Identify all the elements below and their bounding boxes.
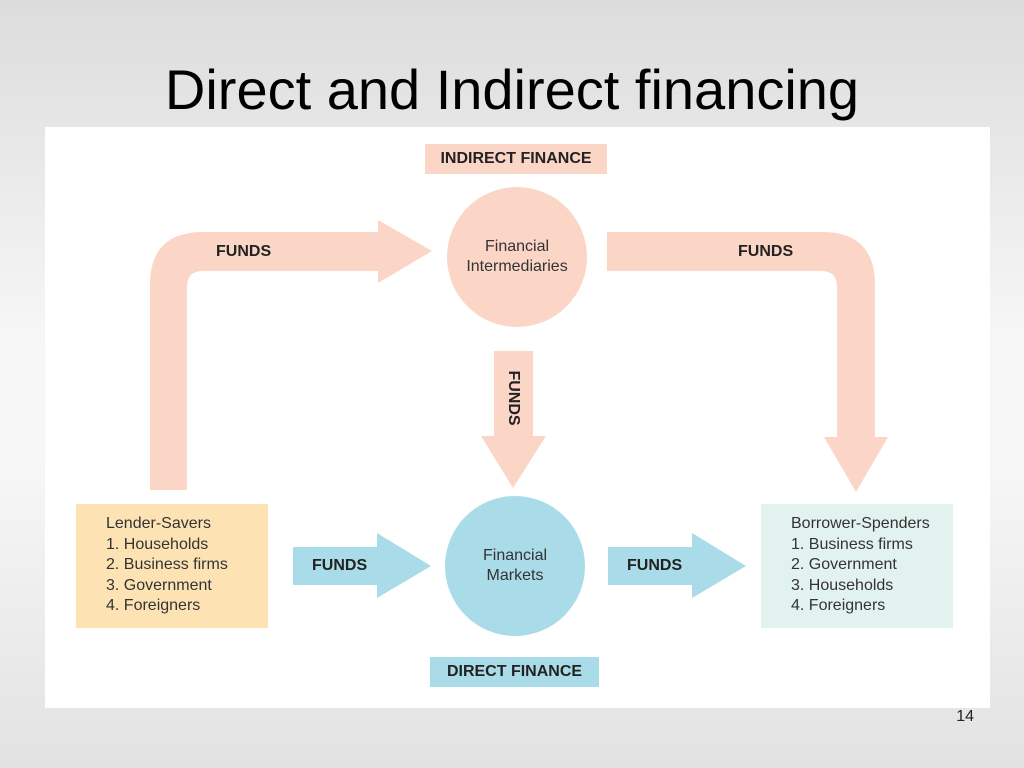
slide-title: Direct and Indirect financing — [164, 58, 860, 121]
funds-label-right-top: FUNDS — [738, 243, 794, 260]
direct-finance-label: DIRECT FINANCE — [430, 657, 599, 687]
funds-label-left-bottom: FUNDS — [312, 557, 368, 574]
borrower-spenders-item: 1. Business firms — [791, 535, 913, 553]
page-number: 14 — [956, 708, 974, 725]
borrower-spenders-item: 3. Households — [791, 576, 894, 594]
intermediaries-line2: Intermediaries — [466, 258, 568, 275]
arrow-intermediaries-to-markets — [481, 351, 546, 488]
funds-label-right-bottom: FUNDS — [627, 557, 683, 574]
arrow-markets-to-borrowers — [608, 533, 746, 598]
lender-savers-item: 2. Business firms — [106, 556, 228, 573]
borrower-spenders-box: Borrower-Spenders 1. Business firms 2. G… — [761, 504, 953, 628]
intermediaries-line1: Financial — [484, 238, 550, 255]
funds-label-left-top: FUNDS — [216, 243, 272, 260]
financial-intermediaries-node: Financial Intermediaries — [447, 187, 587, 327]
arrow-lenders-to-markets — [293, 533, 431, 598]
markets-line2: Markets — [486, 567, 544, 584]
arrow-lenders-to-intermediaries — [150, 220, 432, 490]
borrower-spenders-title: Borrower-Spenders — [791, 515, 930, 532]
lender-savers-title: Lender-Savers — [106, 515, 211, 532]
arrow-intermediaries-to-borrowers — [607, 232, 888, 492]
financial-markets-node: Financial Markets — [445, 496, 585, 636]
lender-savers-item: 3. Government — [106, 576, 212, 594]
lender-savers-item: 4. Foreigners — [106, 597, 201, 614]
markets-line1: Financial — [482, 547, 548, 564]
lender-savers-item: 1. Households — [106, 535, 209, 553]
lender-savers-box: Lender-Savers 1. Households 2. Business … — [76, 504, 268, 628]
funds-label-center-vertical: FUNDS — [505, 370, 522, 426]
borrower-spenders-item: 4. Foreigners — [791, 597, 886, 614]
borrower-spenders-item: 2. Government — [791, 556, 897, 573]
indirect-finance-label: INDIRECT FINANCE — [425, 144, 607, 174]
